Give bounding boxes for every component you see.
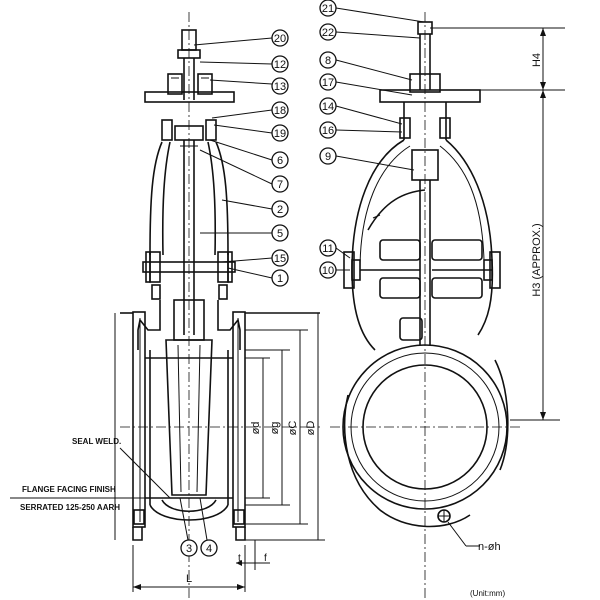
callout-bubble-16: 16 bbox=[319, 121, 337, 139]
svg-text:14: 14 bbox=[322, 101, 334, 113]
svg-text:17: 17 bbox=[322, 77, 334, 89]
svg-text:11: 11 bbox=[322, 243, 333, 255]
dim-l-label: L bbox=[186, 573, 192, 585]
unit-note: (Unit:mm) bbox=[470, 589, 505, 598]
dim-t-label: t bbox=[238, 553, 241, 564]
svg-text:5: 5 bbox=[277, 228, 283, 240]
svg-text:15: 15 bbox=[274, 253, 286, 265]
svg-text:2: 2 bbox=[277, 204, 283, 216]
svg-text:3: 3 bbox=[186, 543, 192, 555]
callout-bubble-21: 21 bbox=[319, 0, 337, 17]
annotation-labels: SEAL WELD. FLANGE FACING FINISH SERRATED… bbox=[20, 53, 543, 598]
svg-text:1: 1 bbox=[277, 273, 283, 285]
callout-bubble-5: 5 bbox=[271, 224, 289, 242]
svg-text:16: 16 bbox=[322, 125, 334, 137]
height-dimensions bbox=[430, 27, 565, 421]
callout-bubble-18: 18 bbox=[271, 101, 289, 119]
callout-leaders bbox=[10, 7, 480, 547]
callout-bubble-20: 20 bbox=[271, 29, 289, 47]
callout-bubble-9: 9 bbox=[319, 147, 337, 165]
svg-text:10: 10 bbox=[322, 265, 334, 277]
front-section-view bbox=[120, 12, 320, 598]
bolt-hole-label: n-øh bbox=[478, 541, 501, 553]
svg-text:22: 22 bbox=[322, 27, 334, 39]
callout-bubble-12: 12 bbox=[271, 55, 289, 73]
svg-text:13: 13 bbox=[274, 81, 286, 93]
callout-bubble-2: 2 bbox=[271, 200, 289, 218]
callout-bubble-17: 17 bbox=[319, 73, 337, 91]
dimension-lines bbox=[114, 313, 325, 592]
svg-text:8: 8 bbox=[325, 55, 331, 67]
callout-bubble-7: 7 bbox=[271, 175, 289, 193]
dim-dd-label: øD bbox=[305, 421, 317, 436]
svg-text:12: 12 bbox=[274, 59, 286, 71]
svg-text:7: 7 bbox=[277, 179, 283, 191]
dim-c-label: øC bbox=[287, 421, 299, 436]
dim-h3-label: H3 (APPROX.) bbox=[531, 223, 543, 296]
dim-h4-label: H4 bbox=[531, 53, 543, 67]
flange-finish-spec: SERRATED 125-250 AARH bbox=[20, 503, 120, 512]
dim-g-label: øg bbox=[269, 422, 281, 435]
svg-text:9: 9 bbox=[325, 151, 331, 163]
svg-text:6: 6 bbox=[277, 155, 283, 167]
callout-bubble-10: 10 bbox=[319, 261, 337, 279]
callout-bubble-8: 8 bbox=[319, 51, 337, 69]
svg-text:20: 20 bbox=[274, 33, 286, 45]
svg-text:21: 21 bbox=[322, 3, 334, 15]
side-view bbox=[330, 12, 520, 598]
svg-text:4: 4 bbox=[206, 543, 212, 555]
callout-bubbles: 20 12 13 18 19 6 7 2 5 15 1 21 22 8 17 1… bbox=[180, 0, 337, 557]
callout-bubble-13: 13 bbox=[271, 77, 289, 95]
seal-weld-note: SEAL WELD. bbox=[72, 437, 121, 446]
dim-f-label: f bbox=[264, 553, 267, 564]
callout-bubble-15: 15 bbox=[271, 249, 289, 267]
callout-bubble-22: 22 bbox=[319, 23, 337, 41]
callout-bubble-19: 19 bbox=[271, 124, 289, 142]
callout-bubble-1: 1 bbox=[271, 269, 289, 287]
svg-text:19: 19 bbox=[274, 128, 286, 140]
callout-bubble-14: 14 bbox=[319, 97, 337, 115]
callout-bubble-3: 3 bbox=[180, 539, 198, 557]
callout-bubble-11: 11 bbox=[319, 239, 337, 257]
svg-text:18: 18 bbox=[274, 105, 286, 117]
dim-d-label: ød bbox=[250, 422, 262, 435]
flange-finish-note: FLANGE FACING FINISH bbox=[22, 485, 116, 494]
callout-bubble-6: 6 bbox=[271, 151, 289, 169]
callout-bubble-4: 4 bbox=[200, 539, 218, 557]
